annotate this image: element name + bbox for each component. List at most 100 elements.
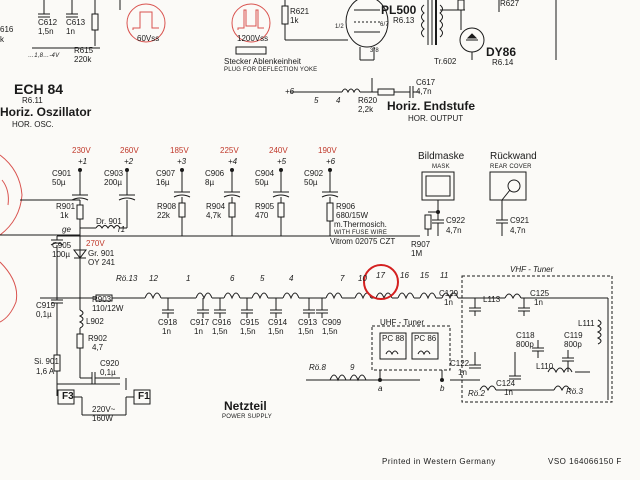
rail-3-voltage: 185V [170, 146, 189, 155]
label-pin-6-7: 6/7 [380, 22, 389, 28]
label-c918-value: 1n [162, 327, 171, 336]
label-node-b: b [440, 384, 445, 393]
waveform-60vss-icon [126, 3, 166, 43]
label-mains-power: 160W [92, 414, 113, 423]
label-r901: R901 [56, 202, 76, 211]
rail-6-node: +6 [326, 157, 336, 166]
chain-tube-11: 11 [440, 271, 449, 280]
label-c920: C920 [100, 359, 120, 368]
label-r627: R627 [500, 0, 520, 8]
label-c901: C901 [52, 169, 72, 178]
label-c617-value: 4,7n [416, 87, 432, 96]
label-c921: C921 [510, 216, 530, 225]
label-si901: Si. 901 [34, 357, 59, 366]
label-r621: R621 [290, 7, 310, 16]
label-node9: 9 [350, 363, 355, 372]
label-c922: C922 [446, 216, 466, 225]
label-c903-value: 200µ [104, 178, 122, 187]
label-r906-value: 680/15W [336, 211, 369, 220]
label-r621-value: 1k [290, 16, 299, 25]
label-c125: C125 [530, 289, 550, 298]
label-270v: 270V [86, 239, 105, 248]
label-r620: R620 [358, 96, 378, 105]
label-hor-output: HOR. OUTPUT [408, 114, 464, 123]
pl500-tube-icon [345, 0, 389, 48]
label-c915-value: 1,5n [240, 327, 256, 336]
waveform-1200vss-icon [231, 3, 271, 43]
label-mains-voltage: 220V~ [92, 405, 116, 414]
label-uhf-tuner: UHF - Tuner [380, 318, 425, 327]
label-c613: C613 [66, 18, 86, 27]
label-power-supply: POWER SUPPLY [222, 414, 272, 420]
chain-tube-6: 6 [230, 274, 235, 283]
label-r904: R904 [206, 202, 226, 211]
label-node4: 4 [336, 96, 341, 105]
vhf-tuner [450, 275, 613, 403]
label-tr602: Tr.602 [434, 57, 457, 66]
label-l110: L110 [536, 362, 554, 371]
label-c918: C918 [158, 318, 178, 327]
chain-tube-16: 16 [400, 271, 409, 280]
label-c904-value: 50µ [255, 178, 269, 187]
label-c612-value: 1,5n [38, 27, 54, 36]
label-c901-value: 50µ [52, 178, 66, 187]
label-pc88: PC 88 [382, 334, 405, 343]
label-mask: MASK [432, 164, 450, 170]
label-r616-value: k [0, 35, 4, 44]
footer-printed: Printed in Western Germany [382, 457, 496, 466]
label-gr901: Gr. 901 [88, 249, 115, 258]
label-c129: C129 [439, 289, 459, 298]
label-r907: R907 [411, 240, 431, 249]
label-vhf-tuner: VHF - Tuner [510, 265, 554, 274]
rail-1-node: +1 [78, 157, 88, 166]
pc-filament [349, 374, 367, 382]
rails [50, 168, 420, 298]
label-c907-value: 16µ [156, 178, 170, 187]
rail-5-voltage: 240V [269, 146, 288, 155]
connector-f1: F1 [138, 391, 150, 402]
label-horiz-endstufe: Horiz. Endstufe [387, 99, 476, 113]
label-plug-de: Stecker Ablenkeinheit [224, 57, 301, 66]
rail-5-node: +5 [277, 157, 287, 166]
label-c909-value: 1,5n [322, 327, 338, 336]
label-r615: R615 [74, 46, 94, 55]
label-c119: C119 [564, 331, 583, 340]
label-hor-osc: HOR. OSC. [12, 120, 54, 129]
chain-tube-7: 7 [340, 274, 345, 283]
label-pin-1-2: 1/2 [335, 24, 344, 30]
label-fuse-wire: WITH FUSE WIRE [334, 230, 388, 236]
rail-4-node: +4 [228, 157, 238, 166]
label-ge: ge [62, 225, 71, 234]
label-rear-cover: REAR COVER [490, 164, 532, 170]
rail-2-node: +2 [124, 157, 134, 166]
label-c122: C122 [450, 359, 470, 368]
label-c119-value: 800p [564, 340, 582, 349]
heater-chain [40, 262, 475, 318]
connector-f3: F3 [62, 391, 74, 402]
rail-4-voltage: 225V [220, 146, 239, 155]
rail-2-voltage: 260V [120, 146, 139, 155]
label-r616: 616 [0, 25, 14, 34]
label-ro8: Rö.8 [309, 363, 326, 372]
label-dr901: Dr. 901 [96, 217, 122, 226]
label-c124: C124 [496, 379, 516, 388]
uhf-tuner [371, 325, 451, 382]
label-si901-value: 1,6 A [36, 367, 55, 376]
label-c904: C904 [255, 169, 275, 178]
label-r903: R903 [92, 295, 112, 304]
label-c914: C914 [268, 318, 288, 327]
label-c612: C612 [38, 18, 58, 27]
label-c914-value: 1,5n [268, 327, 284, 336]
label-pc86: PC 86 [414, 334, 437, 343]
chain-tube-10: 10 [358, 274, 367, 283]
rail-3-node: +3 [177, 157, 187, 166]
label-r902-value: 4,7 [92, 343, 104, 352]
label-ro2: Rö.2 [468, 389, 485, 398]
label-l113: L113 [483, 295, 501, 304]
label-r903-value: 110/12W [92, 304, 124, 313]
label-dy86: DY86 [486, 45, 517, 59]
chain-tube-15: 15 [420, 271, 429, 280]
label-c917: C917 [190, 318, 210, 327]
label-c913-value: 1,5n [298, 327, 314, 336]
label-c922-value: 4,7n [446, 226, 462, 235]
